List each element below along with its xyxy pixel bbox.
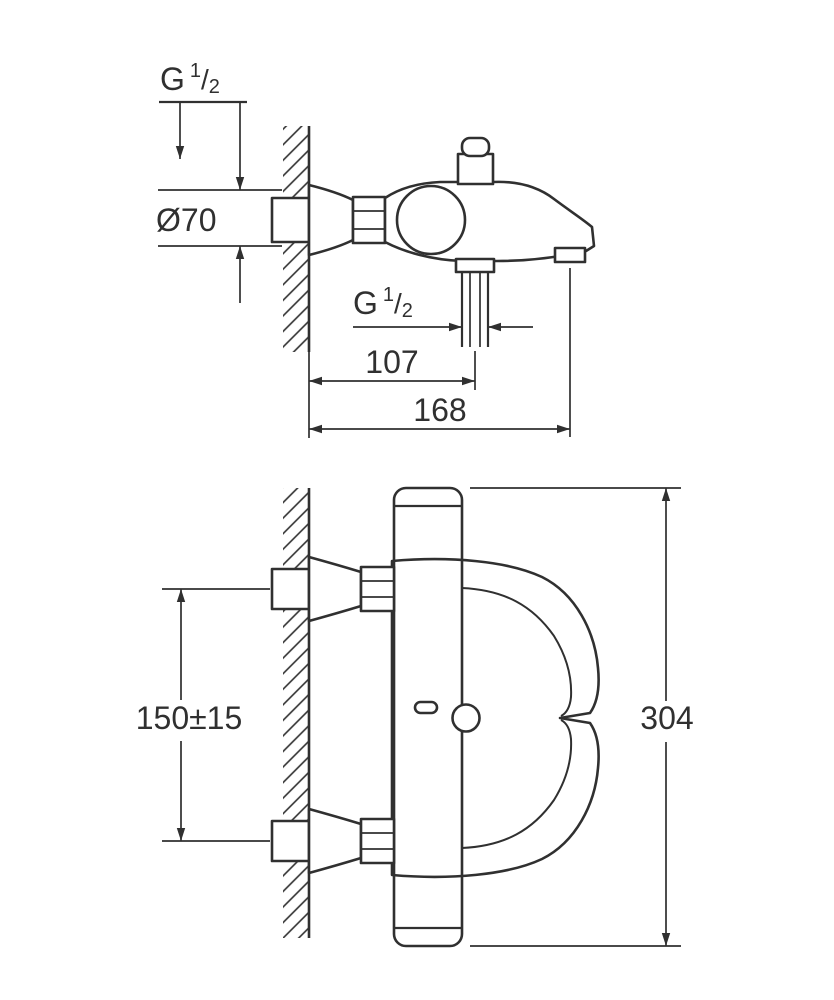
upper-inlet-union [270,555,396,623]
dimension-inlet-spacing: 150±15 [136,589,270,841]
union-nut [359,565,396,613]
thread-denominator: 2 [402,300,413,322]
thread-prefix: G [353,285,378,321]
dimension-wall-to-hose: 107 [309,344,476,390]
thread-denominator: 2 [209,76,220,98]
thread-slash: / [201,64,209,95]
faucet-side [270,136,596,347]
escutcheon-cone [307,555,363,623]
dimension-value-150: 150±15 [136,700,243,736]
inlet-union-square [270,567,311,611]
indicator-slot [413,700,439,715]
escutcheon-cone [307,183,355,257]
diverter-base [456,152,495,186]
diameter-label: Ø70 [156,202,216,238]
union-nut [359,817,396,865]
dimension-escutcheon-diameter: Ø70 [156,102,282,303]
thread-prefix: G [160,61,185,97]
escutcheon-cone [307,807,363,875]
shower-hose [460,272,490,347]
thread-numerator: 1 [383,284,394,306]
thread-slash: / [394,288,402,319]
wall-section [283,126,311,438]
diverter-button [451,703,481,733]
hose-connector [454,257,496,274]
dimension-wall-to-spout: 168 [309,268,571,437]
faucet-body-front [390,557,600,879]
dimension-value-107: 107 [365,344,418,380]
body-contour-upper [461,587,573,717]
spout-aerator [553,246,587,264]
union-nut [351,195,387,245]
thread-numerator: 1 [190,60,201,82]
faucet-front [270,486,600,948]
body-contour-lower [461,719,573,849]
wall-section [283,488,311,938]
dimension-overall-height: 304 [470,488,694,946]
thermostat-knob [395,184,467,256]
wall-hatching [283,488,309,938]
diverter-cap [460,136,491,158]
dimension-value-168: 168 [413,392,466,428]
inlet-union-square [270,196,311,244]
front-view: 150±15 304 [136,488,694,946]
lower-inlet-union [270,807,396,875]
dimension-value-304: 304 [640,700,693,736]
inlet-union-square [270,819,311,863]
